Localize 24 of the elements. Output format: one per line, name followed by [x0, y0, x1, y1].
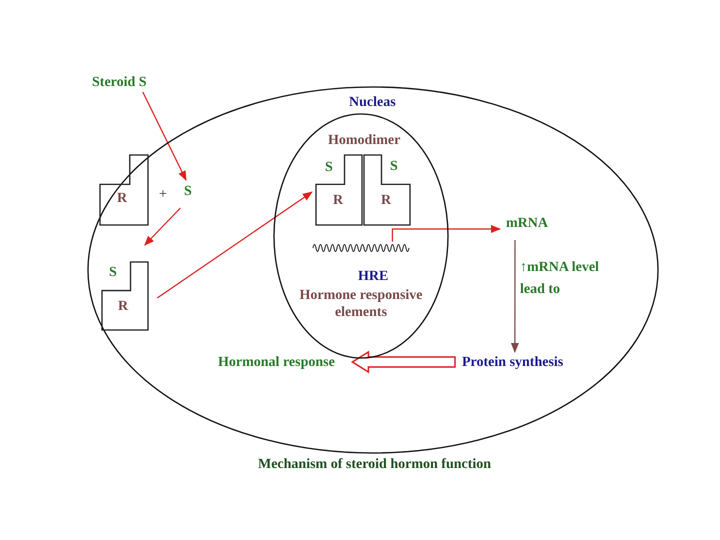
response-label: Hormonal response — [218, 354, 335, 371]
receptor-label: R — [117, 190, 128, 207]
arrow — [392, 225, 501, 242]
process-label: Protein synthesis — [462, 354, 564, 371]
steroid-label: S — [184, 183, 192, 200]
receptor-label: R — [118, 298, 128, 315]
arrow — [156, 192, 313, 299]
arrow — [350, 350, 456, 374]
element-label: HRE — [358, 268, 388, 285]
steroid-label: S — [109, 264, 117, 281]
group-heading: Homodimer — [328, 132, 400, 149]
plus-sign: + — [159, 186, 167, 203]
receptor-label: R — [333, 192, 344, 209]
arrow — [144, 208, 181, 246]
steroid-label: S — [325, 159, 333, 176]
caption: Mechanism of steroid hormon function — [258, 456, 492, 473]
receptor-label: R — [381, 192, 392, 209]
arrow — [142, 92, 187, 181]
arrow — [510, 240, 519, 353]
hormone-label: Steroid S — [92, 74, 147, 91]
steroid-label: S — [390, 158, 398, 175]
molecule-label: mRNA — [506, 215, 548, 232]
nucleus-label: Nucleas — [349, 94, 396, 111]
element-description: Hormone responsive elements — [298, 287, 424, 321]
